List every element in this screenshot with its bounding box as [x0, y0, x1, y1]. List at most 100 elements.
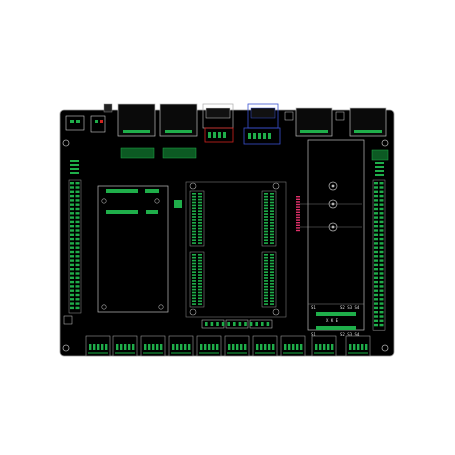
pink-pad	[296, 224, 300, 226]
pink-pad-column	[296, 196, 300, 232]
header-pin	[374, 280, 378, 284]
header-pin	[374, 225, 378, 228]
connector-pin	[216, 344, 219, 350]
ddr-pad	[198, 210, 202, 212]
header-pin	[70, 168, 79, 170]
ddr-pad	[192, 201, 196, 204]
connector-pin	[264, 344, 267, 350]
ddr-pad	[264, 285, 268, 288]
ddr-pad	[192, 256, 196, 259]
header-pin	[70, 233, 74, 236]
header-pin	[374, 203, 378, 206]
ddr-pad	[264, 222, 268, 224]
ddr-pad	[264, 198, 268, 201]
header-pin	[379, 229, 384, 232]
ddr-pad	[264, 210, 268, 212]
header-pin	[75, 199, 80, 202]
header-pin	[70, 255, 74, 258]
header-pin	[75, 246, 80, 249]
header-pin	[375, 170, 384, 172]
ddr-pad	[192, 239, 196, 241]
header-pin	[379, 194, 384, 198]
header-pin	[374, 246, 378, 249]
ddr-pad	[270, 291, 274, 294]
ddr-pad	[198, 262, 202, 265]
header-pin	[75, 194, 80, 198]
connector-pin	[148, 344, 151, 350]
jumper-pad	[227, 322, 230, 326]
connector-pin	[97, 344, 100, 350]
header-pin	[75, 212, 80, 215]
connector-pin	[180, 344, 183, 350]
ddr-pad	[192, 300, 196, 302]
ddr-pad	[264, 268, 268, 271]
header-pin	[379, 289, 384, 292]
ddr-slots	[189, 190, 277, 308]
small-part	[371, 149, 389, 161]
ddr-pad	[192, 268, 196, 271]
header-pin	[374, 229, 378, 232]
jumper-pad	[210, 322, 214, 326]
ddr-pad	[264, 262, 268, 265]
m2-slot: S1 S2 S3 S4 X K E S1 S2 S3 S4	[300, 139, 365, 337]
ddr-pad	[264, 204, 268, 207]
ddr-pad	[192, 297, 196, 300]
ddr-pad	[264, 265, 268, 268]
ddr-pad	[270, 265, 274, 268]
header-pin	[75, 242, 80, 245]
header-pin	[379, 207, 384, 211]
connector-pin	[160, 344, 163, 350]
connector-base	[283, 352, 303, 354]
ddr-pad	[264, 274, 268, 276]
connector-pin	[188, 344, 191, 350]
header-pin	[374, 276, 378, 279]
ddr-pad	[198, 285, 202, 288]
connector-pin	[228, 344, 231, 350]
pink-pad	[296, 216, 300, 219]
header-pin	[374, 315, 378, 318]
ddr-pad	[192, 207, 196, 210]
connector-pin	[284, 344, 287, 350]
header-pin	[374, 319, 378, 322]
header-pin	[75, 306, 80, 310]
header-pin	[375, 174, 384, 176]
m2-caption: X K E	[326, 318, 339, 323]
ddr-pad	[198, 242, 202, 244]
ddr-pad	[192, 224, 196, 227]
ddr-pad	[198, 216, 202, 218]
ddr-pad	[264, 291, 268, 294]
ddr-pad	[270, 195, 274, 198]
ddr-pad	[264, 283, 268, 285]
mini-pcie-module	[97, 185, 169, 313]
ddr-pad	[198, 291, 202, 294]
header-pin	[75, 268, 80, 271]
connector-pin	[156, 344, 159, 350]
connector-pin	[184, 344, 187, 350]
ddr-pad	[192, 274, 196, 276]
header-pin	[70, 242, 74, 245]
connector-pin	[128, 344, 131, 350]
small-part	[63, 315, 73, 325]
ddr-pad	[264, 277, 268, 279]
pad-row-rj45-right	[162, 147, 197, 159]
header-pin	[70, 212, 74, 215]
ddr-pad	[264, 256, 268, 259]
header-pin	[70, 280, 74, 284]
ddr-pad	[264, 236, 268, 239]
header-pin	[379, 233, 384, 236]
ddr-pad	[198, 256, 202, 259]
ddr-pad	[264, 300, 268, 302]
ddr-pad	[192, 288, 196, 291]
jumper-pads	[205, 322, 270, 326]
jumper-pad	[255, 322, 258, 326]
jumper-pad	[238, 322, 242, 326]
ddr-pad	[198, 280, 202, 282]
board-outline	[59, 109, 395, 357]
ddr-pad	[270, 201, 274, 204]
header-pin	[70, 298, 74, 301]
header-pin	[379, 255, 384, 258]
header-pin	[374, 220, 378, 224]
header-pin	[70, 160, 79, 162]
connector-pin	[323, 344, 326, 350]
header-pin	[379, 276, 384, 279]
